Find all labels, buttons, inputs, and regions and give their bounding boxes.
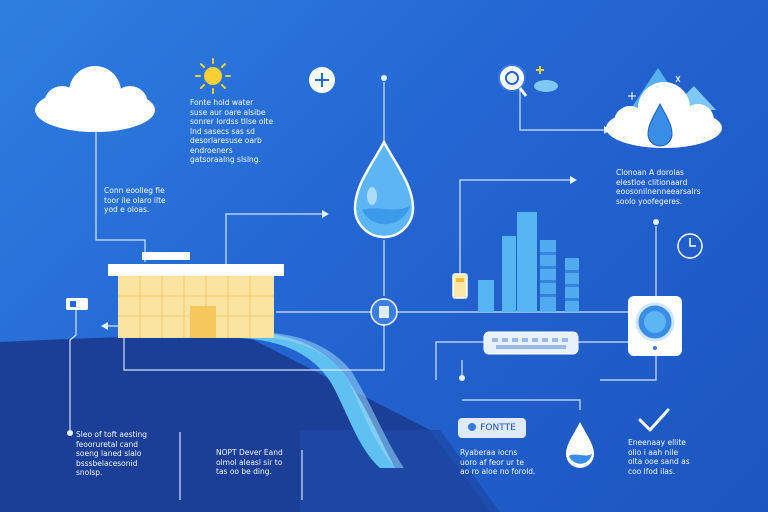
text-block-bottom-mid: NOPT Dever Eand olmol aleasl sir to tas …	[216, 448, 283, 476]
cloud-icon	[35, 66, 155, 132]
check-icon	[638, 408, 670, 432]
mountain-cloud-icon	[606, 68, 722, 148]
text-block-top-left: Fonte hold water suse aur oare alsibe so…	[190, 98, 274, 164]
text-block-bottom-right: Eneenaay ellite olio i aah nile olta ooe…	[628, 438, 690, 476]
sea-shelf	[300, 430, 500, 512]
small-drop-icon	[566, 422, 594, 468]
building-icon	[108, 252, 284, 338]
text-block-left-mid: Conn eoolleg fie toor ile olaro ilte yod…	[104, 186, 166, 214]
battery-icon	[452, 273, 468, 299]
pipe-icon	[483, 331, 579, 355]
magnifier-icon	[498, 64, 558, 97]
sun-icon	[195, 58, 231, 94]
water-drop-icon	[353, 139, 415, 239]
sensor-device-icon	[628, 296, 682, 356]
clock-icon	[677, 233, 703, 259]
fontte-badge: FONTTE	[458, 418, 526, 438]
text-block-right-mid: Clonoan A dorolas elestloe clitionaard e…	[616, 168, 701, 206]
bar-chart-icon	[478, 212, 579, 312]
small-sensor-icon	[66, 298, 88, 310]
river	[238, 334, 395, 468]
badge-dot-icon	[468, 423, 477, 431]
plus-icon	[309, 67, 335, 93]
text-block-bottom-left: Sleo of toft aesting feooruretal cand so…	[76, 430, 148, 477]
badge-label: FONTTE	[480, 423, 516, 433]
pipe-node-icon	[370, 298, 398, 326]
text-block-bottom-center: Ryaberaa iocns uoro af feor ur te ao ro …	[460, 448, 536, 476]
